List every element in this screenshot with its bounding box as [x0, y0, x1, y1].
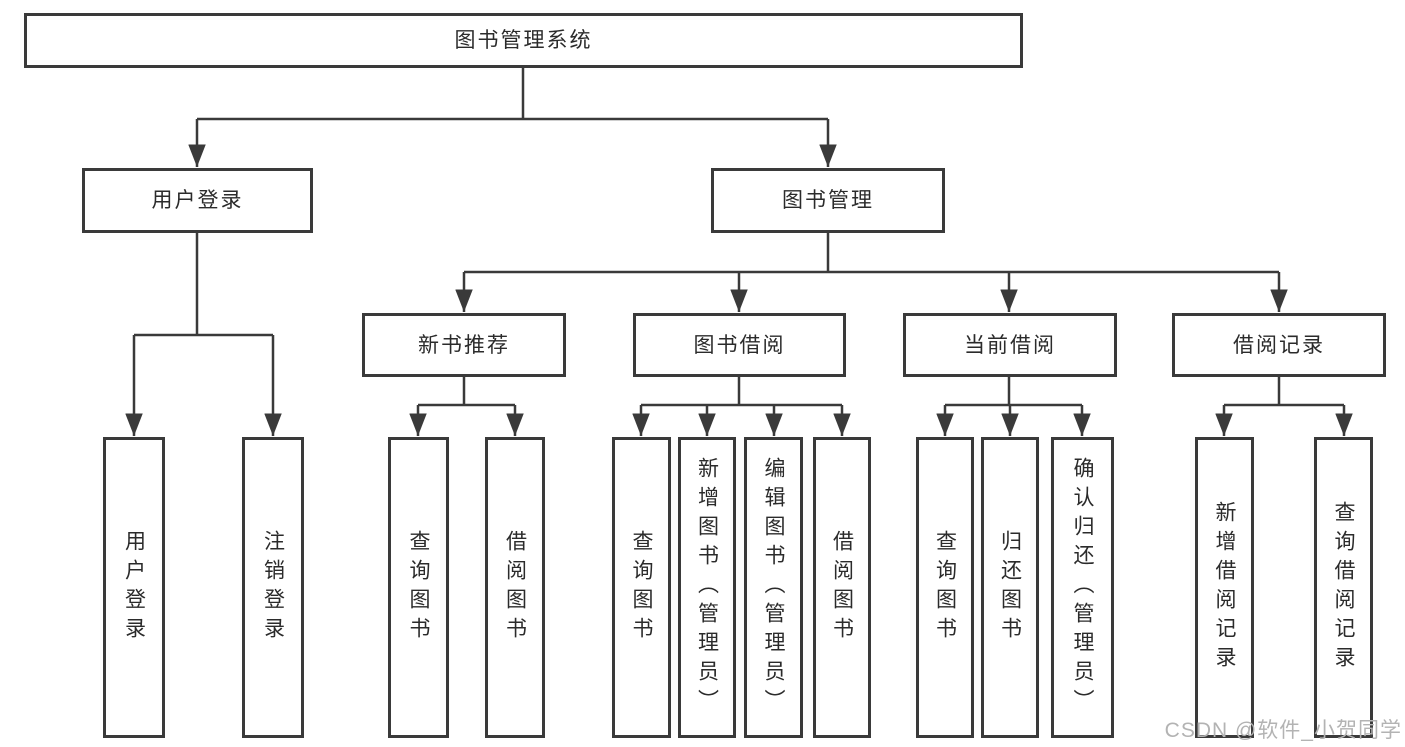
leaf-logout: 注销登录: [242, 437, 304, 738]
leaf-user-login-label: 用户登录: [122, 529, 146, 646]
leaf-records-add-record: 新增借阅记录: [1195, 437, 1254, 738]
leaf-borrowing-borrow-books: 借阅图书: [813, 437, 871, 738]
leaf-borrowing-query-books: 查询图书: [612, 437, 671, 738]
node-user-login: 用户登录: [82, 168, 313, 233]
leaf-recommend-query-books: 查询图书: [388, 437, 449, 738]
node-library-system-label: 图书管理系统: [454, 29, 593, 52]
leaf-records-query-record-label: 查询借阅记录: [1332, 500, 1355, 675]
leaf-current-query-books: 查询图书: [916, 437, 974, 738]
node-current-borrowing-label: 当前借阅: [964, 333, 1056, 357]
node-book-borrowing: 图书借阅: [633, 313, 846, 377]
connector-rails: [134, 68, 1344, 407]
leaf-records-query-record: 查询借阅记录: [1314, 437, 1373, 738]
leaf-borrowing-borrow-books-label: 借阅图书: [830, 529, 854, 646]
leaf-borrowing-edit-books-admin: 编辑图书（管理员）: [744, 437, 803, 738]
leaf-current-query-books-label: 查询图书: [933, 529, 957, 646]
node-current-borrowing: 当前借阅: [903, 313, 1117, 377]
leaf-current-confirm-return-admin-label: 确认归还（管理员）: [1071, 457, 1094, 718]
leaf-current-return-books-label: 归还图书: [998, 529, 1022, 646]
node-library-system: 图书管理系统: [24, 13, 1023, 68]
node-new-book-recommend: 新书推荐: [362, 313, 566, 377]
node-borrowing-records: 借阅记录: [1172, 313, 1386, 377]
leaf-user-login: 用户登录: [103, 437, 165, 738]
leaf-recommend-borrow-books: 借阅图书: [485, 437, 545, 738]
leaf-borrowing-add-books-admin-label: 新增图书（管理员）: [695, 457, 719, 718]
node-book-borrowing-label: 图书借阅: [693, 333, 786, 357]
leaf-borrowing-edit-books-admin-label: 编辑图书（管理员）: [762, 457, 785, 718]
leaf-borrowing-add-books-admin: 新增图书（管理员）: [678, 437, 736, 738]
node-book-management-label: 图书管理: [782, 189, 874, 212]
leaf-current-confirm-return-admin: 确认归还（管理员）: [1051, 437, 1114, 738]
leaf-recommend-query-books-label: 查询图书: [407, 529, 430, 646]
csdn-watermark: CSDN @软件_小贺同学: [1164, 719, 1402, 742]
leaf-logout-label: 注销登录: [261, 529, 285, 646]
node-borrowing-records-label: 借阅记录: [1233, 333, 1325, 357]
leaf-records-add-record-label: 新增借阅记录: [1213, 500, 1236, 675]
leaf-current-return-books: 归还图书: [981, 437, 1039, 738]
leaf-borrowing-query-books-label: 查询图书: [630, 529, 653, 646]
node-user-login-label: 用户登录: [151, 189, 244, 212]
leaf-recommend-borrow-books-label: 借阅图书: [503, 529, 527, 646]
node-new-book-recommend-label: 新书推荐: [418, 333, 510, 357]
node-book-management: 图书管理: [711, 168, 945, 233]
